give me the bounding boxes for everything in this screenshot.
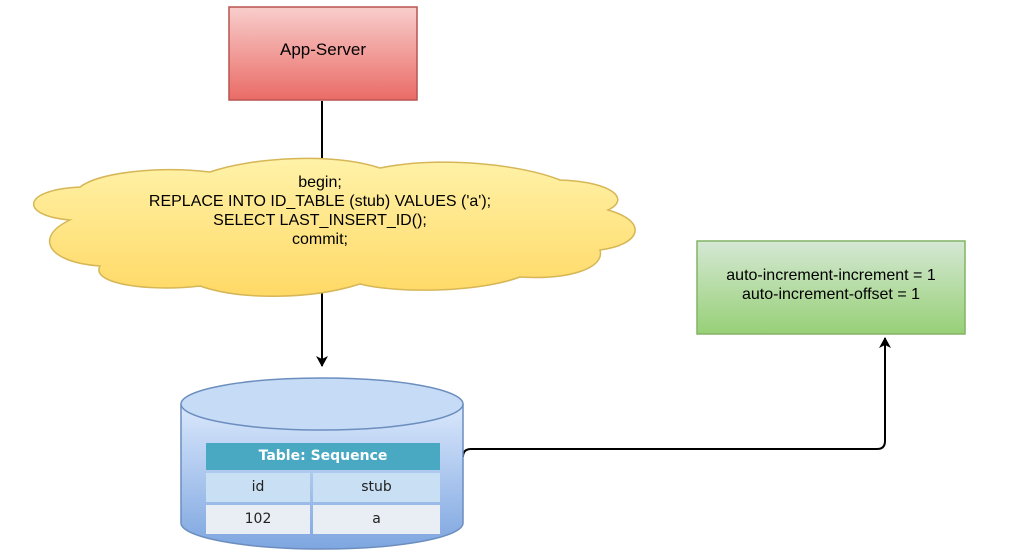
arrow-database-to-config <box>462 337 891 458</box>
cell-id: 102 <box>206 505 310 534</box>
column-header-id: id <box>206 473 310 502</box>
config-box <box>696 240 966 335</box>
table-header-row: id stub <box>206 473 440 502</box>
sql-line-begin: begin; <box>298 174 342 191</box>
config-increment: auto-increment-increment = 1 <box>726 267 936 284</box>
sql-line-select: SELECT LAST_INSERT_ID(); <box>213 212 427 229</box>
table-row: 102 a <box>206 505 440 534</box>
config-offset: auto-increment-offset = 1 <box>741 286 921 303</box>
table-title: Table: Sequence <box>206 443 440 470</box>
sql-statements: begin; REPLACE INTO ID_TABLE (stub) VALU… <box>100 173 540 249</box>
sql-line-commit: commit; <box>292 231 348 248</box>
cell-stub: a <box>313 505 440 534</box>
sql-line-replace: REPLACE INTO ID_TABLE (stub) VALUES ('a'… <box>148 193 492 210</box>
column-header-stub: stub <box>313 473 440 502</box>
sequence-table: Table: Sequence id stub 102 a <box>206 443 440 534</box>
app-server-label: App-Server <box>280 40 366 59</box>
app-server-box <box>228 6 418 101</box>
database-cylinder-top <box>180 377 464 431</box>
sql-cloud-shape <box>33 157 636 297</box>
config-settings: auto-increment-increment = 1 auto-increm… <box>697 266 965 304</box>
